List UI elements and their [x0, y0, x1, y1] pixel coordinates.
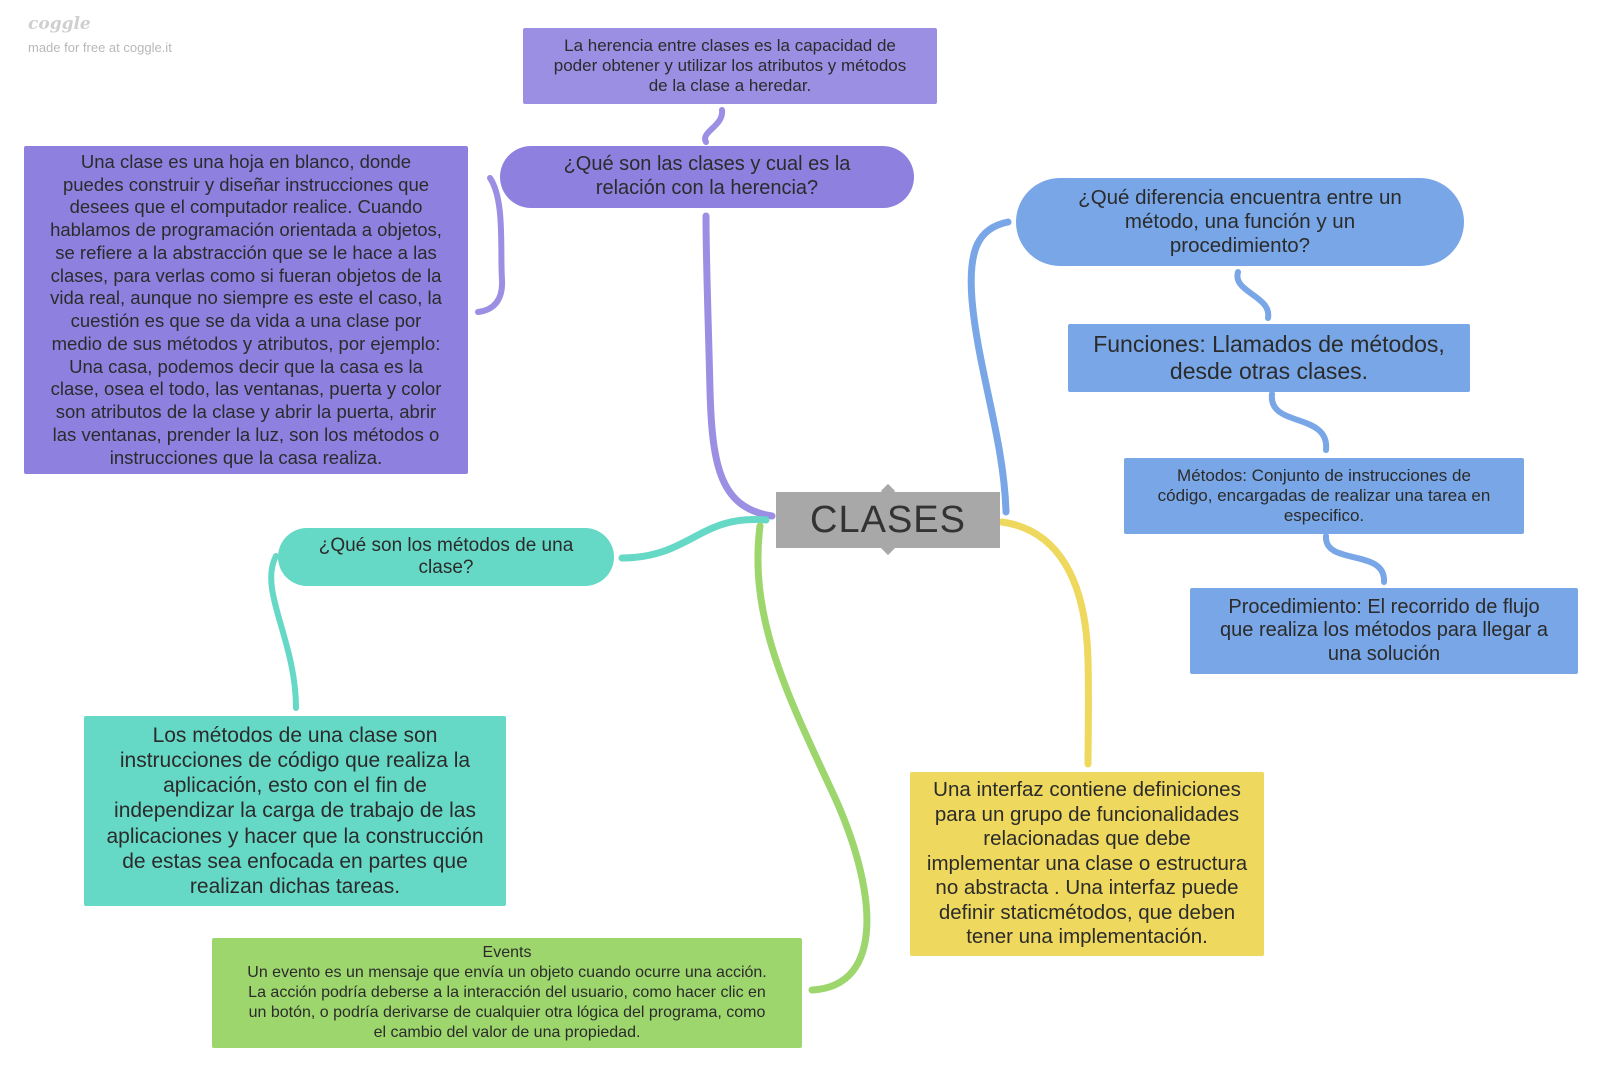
coggle-logo[interactable]: coggle made for free at coggle.it [28, 14, 172, 55]
connector-metodos-answer [268, 553, 299, 711]
metodos-question-node[interactable]: ¿Qué son los métodos de una clase? [278, 528, 614, 586]
procedimiento-node[interactable]: Procedimiento: El recorrido de flujo que… [1190, 588, 1578, 674]
clase-description-node[interactable]: Una clase es una hoja en blanco, donde p… [24, 146, 468, 474]
connector-diferencia-question [967, 218, 1012, 516]
connector-funciones [1234, 269, 1272, 321]
events-node[interactable]: Events Un evento es un mensaje que envía… [212, 938, 802, 1048]
metodos-answer-node[interactable]: Los métodos de una clase son instruccion… [84, 716, 506, 906]
herencia-question-node[interactable]: ¿Qué son las clases y cual es la relació… [500, 146, 914, 208]
connector-procedimiento [1323, 533, 1388, 585]
logo-name: coggle [28, 14, 91, 34]
connector-clase-description [475, 175, 506, 315]
metodos-node[interactable]: Métodos: Conjunto de instrucciones de có… [1124, 458, 1524, 534]
connector-herencia-definition [702, 107, 725, 145]
connector-metodos-question [618, 515, 770, 562]
central-node[interactable]: CLASES [776, 492, 1000, 548]
connector-events [754, 522, 871, 994]
herencia-definition-node[interactable]: La herencia entre clases es la capacidad… [523, 28, 937, 104]
funciones-node[interactable]: Funciones: Llamados de métodos, desde ot… [1068, 324, 1470, 392]
logo-tagline: made for free at coggle.it [28, 40, 172, 55]
interfaz-node[interactable]: Una interfaz contiene definiciones para … [910, 772, 1264, 956]
connector-metodos [1268, 391, 1330, 453]
diferencia-question-node[interactable]: ¿Qué diferencia encuentra entre un métod… [1016, 178, 1464, 266]
connector-herencia-question [702, 212, 776, 520]
connector-interfaz [998, 518, 1092, 768]
